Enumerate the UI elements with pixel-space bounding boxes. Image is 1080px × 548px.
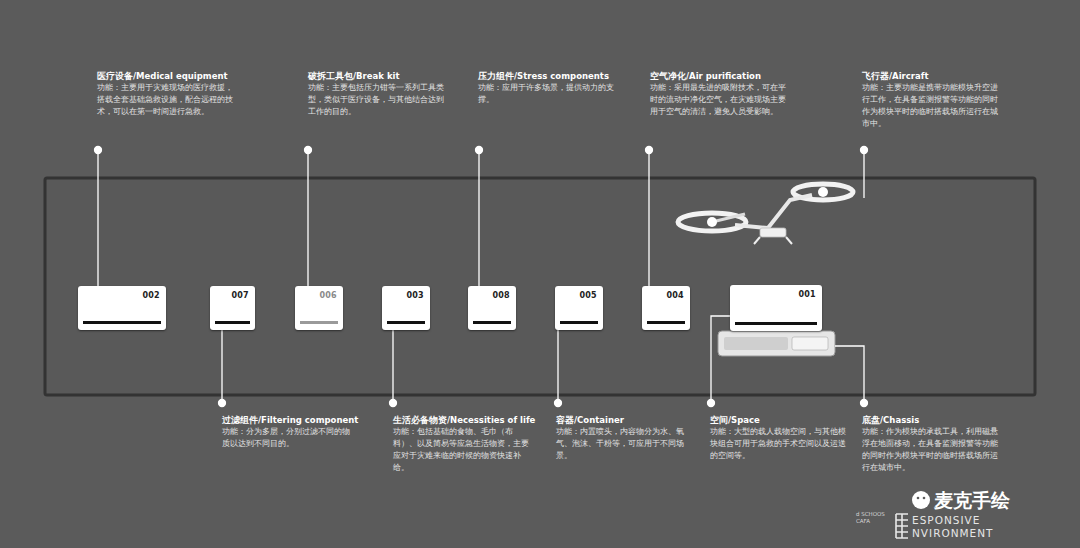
annotation: 过滤组件/Filtering component功能：分为多层，分别过滤不同的物… [222,414,354,450]
annotation-heading: 破拆工具包/Break kit [308,70,448,82]
logo-mark [896,514,908,538]
annotation-heading: 生活必备物资/Necessities of life [393,414,535,426]
module-box: 008 [468,286,516,330]
annotation: 底盘/Chassis功能：作为模块的承载工具，利用磁悬浮在地面移动，在具备监测报… [862,414,1004,474]
module-bar [215,321,250,324]
module-bar [735,322,817,325]
watermark: 麦克手绘 [934,488,1010,514]
module-number: 007 [231,291,249,300]
module-number: 001 [798,290,816,299]
annotation-body: 功能：包括基础的食物、毛巾（布料）、以及简易等应急生活物资，主要应对于灾难来临的… [393,426,535,474]
module-bar [647,321,685,324]
module-bar [560,321,598,324]
annotation: 空间/Space功能：大型的载人载物空间，与其他模块组合可用于急救的手术空间以及… [710,414,848,462]
annotation-body: 功能：大型的载人载物空间，与其他模块组合可用于急救的手术空间以及运送的空间等。 [710,426,848,462]
module-bar [83,321,161,324]
annotation: 医疗设备/Medical equipment功能：主要用于灾难现场的医疗救援，搭… [97,70,235,118]
wechat-icon [912,491,930,509]
annotation-heading: 空气净化/Air purification [650,70,790,82]
annotation-body: 功能：主要功能是携带功能模块升空进行工作，在具备监测报警等功能的同时作为模块平时… [862,82,1004,130]
module-bar [387,321,425,324]
module-box: 001 [730,285,822,331]
annotation: 容器/Container功能：内置喷头，内容物分为水、氧气、泡沫、干粉等，可应用… [556,414,688,462]
annotation-body: 功能：采用最先进的吸附技术，可在平时的流动中净化空气，在灾难现场主要用于空气的清… [650,82,790,118]
logo-text: ESPONSIVE [912,514,980,526]
module-number: 005 [579,291,597,300]
module-number: 008 [492,291,510,300]
annotation-body: 功能：主要包括压力钳等一系列工具类型，类似于医疗设备，与其他结合达到工作的目的。 [308,82,448,118]
chassis [718,331,835,356]
module-bar [473,321,511,324]
annotation-heading: 飞行器/Aircraft [862,70,1004,82]
annotation: 飞行器/Aircraft功能：主要功能是携带功能模块升空进行工作，在具备监测报警… [862,70,1004,130]
annotation-heading: 空间/Space [710,414,848,426]
module-box: 006 [295,286,343,330]
annotation: 生活必备物资/Necessities of life功能：包括基础的食物、毛巾（… [393,414,535,474]
module-box: 002 [78,286,166,330]
module-box: 004 [642,286,690,330]
annotation-heading: 容器/Container [556,414,688,426]
module-number: 004 [666,291,684,300]
annotation: 压力组件/Stress components功能：应用于许多场景，提供动力的支撑… [478,70,618,106]
module-box: 005 [555,286,603,330]
annotation: 破拆工具包/Break kit功能：主要包括压力钳等一系列工具类型，类似于医疗设… [308,70,448,118]
annotation-heading: 底盘/Chassis [862,414,1004,426]
module-box: 007 [210,286,255,330]
annotation-body: 功能：内置喷头，内容物分为水、氧气、泡沫、干粉等，可应用于不同场景。 [556,426,688,462]
module-number: 002 [142,291,160,300]
annotation: 空气净化/Air purification功能：采用最先进的吸附技术，可在平时的… [650,70,790,118]
annotation-heading: 压力组件/Stress components [478,70,618,82]
school-mark: d SCHOOS CAFA [856,511,890,525]
logo-text: NVIRONMENT [912,527,994,539]
annotation-heading: 过滤组件/Filtering component [222,414,354,426]
module-number: 006 [319,291,337,300]
annotation-heading: 医疗设备/Medical equipment [97,70,235,82]
annotation-body: 功能：分为多层，分别过滤不同的物质以达到不同目的。 [222,426,354,450]
annotation-body: 功能：主要用于灾难现场的医疗救援，搭载全套基础急救设施，配合远程的技术，可以在第… [97,82,235,118]
frame-band [45,178,1035,395]
annotation-body: 功能：应用于许多场景，提供动力的支撑。 [478,82,618,106]
module-bar [300,321,338,324]
leader-lines [95,147,868,407]
module-box: 003 [382,286,430,330]
module-number: 003 [406,291,424,300]
aircraft-drawing [678,184,853,244]
annotation-body: 功能：作为模块的承载工具，利用磁悬浮在地面移动，在具备监测报警等功能的同时作为模… [862,426,1004,474]
